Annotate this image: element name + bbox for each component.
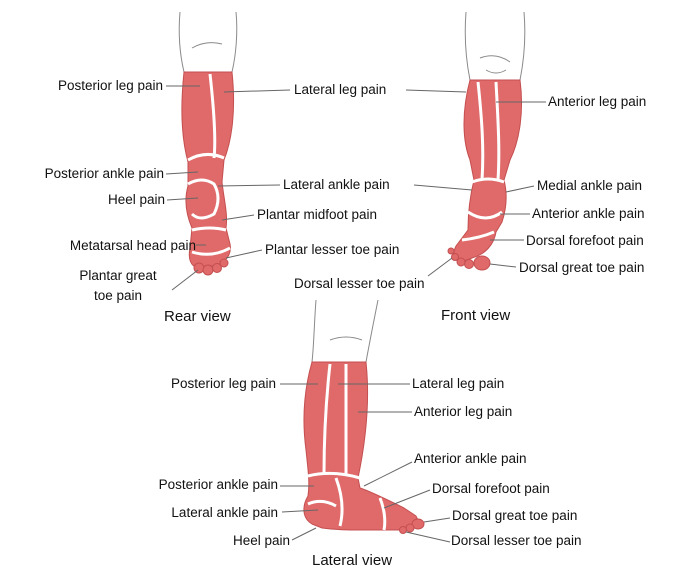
leader-front-lateral-ankle [413, 184, 473, 191]
rear-region-line-vertical [208, 73, 217, 159]
rear-thigh-outline [178, 11, 238, 73]
front-label-dorsal-forefoot-pain: Dorsal forefoot pain [526, 233, 644, 248]
front-lower-leg [453, 79, 522, 263]
front-toe-2 [464, 259, 474, 269]
lateral-region-line-ankle2 [334, 477, 344, 527]
leader-front-medial-ankle [505, 185, 535, 193]
leader-front-dorsal-lesser-toe [427, 257, 453, 277]
front-region-line-forefoot [461, 230, 495, 242]
leader-lat-heel [291, 527, 317, 541]
leader-lat-dorsal-lesser-toe [405, 531, 451, 543]
front-toe-3 [456, 257, 466, 267]
leader-lines [165, 85, 546, 543]
lateral-toe-2 [405, 523, 415, 533]
lateral-label-lateral-leg-pain: Lateral leg pain [412, 376, 505, 391]
lateral-label-dorsal-great-toe-pain: Dorsal great toe pain [452, 508, 578, 523]
lateral-region-line-ankle [307, 471, 361, 480]
rear-label-posterior-leg-pain: Posterior leg pain [57, 78, 163, 93]
lateral-view-title: Lateral view [312, 552, 393, 569]
front-region-line-ankle2 [467, 210, 503, 220]
lateral-knee-detail [329, 336, 363, 341]
rear-lower-leg [181, 71, 235, 269]
front-region-line-2 [494, 81, 501, 181]
lateral-thigh-outline [311, 299, 379, 363]
lateral-view-figure [303, 299, 425, 534]
lateral-label-heel-pain: Heel pain [232, 533, 290, 548]
front-label-dorsal-lesser-toe-pain: Dorsal lesser toe pain [294, 276, 425, 291]
leader-rear-lateral-ankle [217, 184, 281, 187]
leader-front-dorsal-great-toe [489, 263, 517, 268]
lateral-label-dorsal-forefoot-pain: Dorsal forefoot pain [432, 481, 550, 496]
rear-region-line-heel [187, 178, 220, 220]
front-label-dorsal-great-toe-pain: Dorsal great toe pain [519, 260, 645, 275]
lateral-lower-leg [303, 361, 419, 531]
rear-label-lateral-ankle-pain: Lateral ankle pain [283, 177, 390, 192]
leader-rear-plantar-midfoot [221, 214, 255, 221]
lateral-label-posterior-ankle-pain: Posterior ankle pain [158, 477, 278, 492]
front-toe-4 [451, 253, 459, 261]
front-region-line-ankle [471, 177, 505, 184]
front-view-title: Front view [441, 307, 511, 324]
lateral-label-dorsal-lesser-toe-pain: Dorsal lesser toe pain [451, 533, 582, 548]
rear-label-metatarsal-head-pain: Metatarsal head pain [69, 238, 196, 253]
rear-label-heel-pain: Heel pain [107, 192, 165, 207]
leader-lat-dorsal-forefoot [383, 489, 431, 509]
front-toe-5 [447, 247, 455, 255]
lateral-label-lateral-ankle-pain: Lateral ankle pain [171, 505, 278, 520]
lateral-label-anterior-ankle-pain: Anterior ankle pain [414, 451, 527, 466]
front-knee-detail [479, 55, 511, 74]
leader-rear-plantar-lesser-toe [225, 249, 263, 259]
front-label-anterior-leg-pain: Anterior leg pain [548, 94, 647, 109]
rear-view-figure [178, 11, 238, 276]
rear-region-line-ankle-top [187, 153, 225, 162]
rear-toe-2 [202, 264, 214, 276]
lateral-region-line-forefoot [378, 497, 387, 531]
lateral-toe-3 [399, 526, 407, 534]
rear-region-line-midfoot [191, 226, 227, 232]
leader-front-lateral-leg [405, 89, 467, 93]
rear-label-plantar-lesser-toe-pain: Plantar lesser toe pain [265, 242, 400, 257]
leader-rear-posterior-ankle [165, 171, 199, 175]
lateral-label-posterior-leg-pain: Posterior leg pain [170, 376, 276, 391]
leader-lat-anterior-ankle [363, 461, 413, 487]
front-thigh-outline [464, 11, 526, 81]
front-great-toe [473, 255, 491, 271]
rear-region-line-meta [191, 246, 231, 256]
lateral-label-anterior-leg-pain: Anterior leg pain [414, 404, 513, 419]
leader-rear-plantar-great-toe [171, 269, 199, 291]
rear-toe-3 [212, 263, 222, 273]
rear-view-title: Rear view [164, 308, 231, 325]
front-region-line-1 [476, 81, 485, 181]
rear-label-plantar-great-toe-line1: Plantar great [79, 268, 157, 283]
rear-toe-4 [219, 258, 229, 268]
rear-knee-crease [191, 42, 223, 49]
lateral-region-line-heel [307, 499, 337, 508]
rear-label-plantar-great-toe-line2: toe pain [93, 288, 143, 303]
rear-label-plantar-midfoot-pain: Plantar midfoot pain [257, 207, 378, 222]
leader-rear-heel [166, 197, 199, 201]
front-label-anterior-ankle-pain: Anterior ankle pain [532, 206, 645, 221]
leader-rear-lateral-leg [223, 89, 291, 93]
front-view-figure [447, 11, 526, 271]
rear-label-lateral-leg-pain: Lateral leg pain [294, 82, 387, 97]
lateral-region-line-1 [322, 363, 332, 475]
leader-lat-dorsal-great-toe [423, 517, 451, 523]
front-label-medial-ankle-pain: Medial ankle pain [537, 178, 643, 193]
leader-lat-lateral-ankle [281, 509, 319, 513]
rear-label-posterior-ankle-pain: Posterior ankle pain [44, 166, 164, 181]
